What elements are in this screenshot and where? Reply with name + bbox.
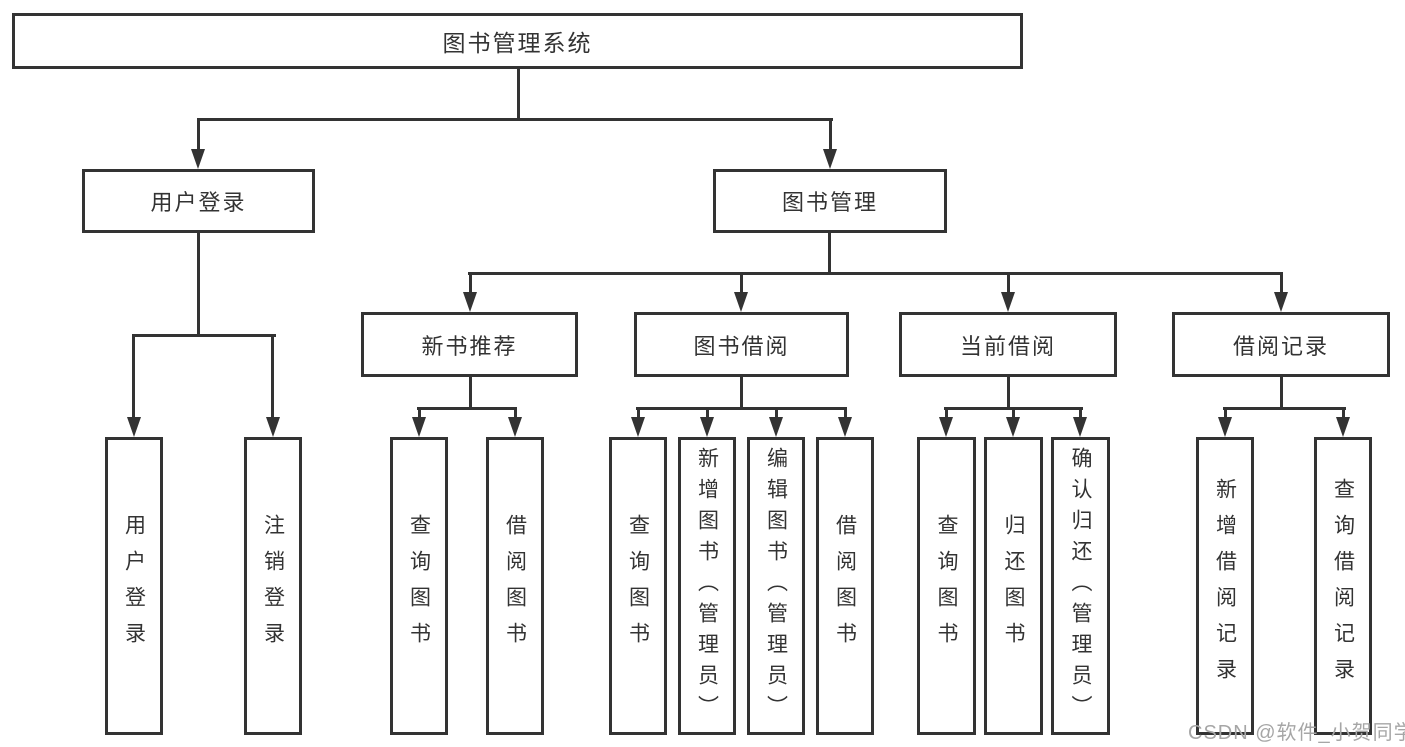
connector-currentborrow-stub-1 (945, 407, 948, 419)
leaf-confirm-return-admin: 确认归还（管理员） (1051, 437, 1110, 735)
connector-bookborrow-horizontal (636, 407, 847, 410)
leaf-label: 注销登录 (261, 514, 285, 658)
node-label: 图书管理 (781, 190, 878, 215)
connector-root-stub-left (197, 118, 200, 152)
connector-userlogin-horizontal (132, 334, 276, 337)
leaf-borrow-books-recommend: 借阅图书 (486, 437, 544, 735)
leaf-query-borrow-record: 查询借阅记录 (1314, 437, 1372, 735)
arrowhead-newbook-leaf-2 (508, 417, 522, 437)
connector-bookmgmt-stub-1 (469, 272, 472, 296)
connector-root-horizontal (197, 118, 833, 121)
connector-bookborrow-stub-2 (706, 407, 709, 419)
connector-userlogin-stub-left (132, 334, 135, 418)
leaf-label: 借阅图书 (503, 514, 527, 658)
arrowhead-currentborrow-leaf-3 (1073, 417, 1087, 437)
leaf-label: 新增图书（管理员） (695, 446, 719, 726)
leaf-query-books-recommend: 查询图书 (390, 437, 448, 735)
connector-userlogin-stub-right (271, 334, 274, 418)
connector-bookborrow-stub-3 (775, 407, 778, 419)
connector-bookborrow-vertical (740, 377, 743, 410)
leaf-label: 新增借阅记录 (1213, 478, 1237, 694)
node-user-login: 用户登录 (82, 169, 315, 233)
connector-currentborrow-stub-3 (1079, 407, 1082, 419)
leaf-borrow-books: 借阅图书 (816, 437, 874, 735)
leaf-label: 用户登录 (122, 514, 146, 658)
arrowhead-to-leaf-user-login (127, 417, 141, 437)
leaf-add-books-admin: 新增图书（管理员） (678, 437, 736, 735)
connector-records-vertical (1280, 377, 1283, 410)
connector-newbook-vertical (469, 377, 472, 410)
connector-newbook-horizontal (417, 407, 517, 410)
connector-bookmgmt-stub-2 (740, 272, 743, 296)
connector-root-stub-right (829, 118, 832, 152)
node-book-management: 图书管理 (713, 169, 947, 233)
connector-bookborrow-stub-4 (844, 407, 847, 419)
node-current-borrow: 当前借阅 (899, 312, 1117, 377)
node-borrow-records: 借阅记录 (1172, 312, 1390, 377)
connector-bookmgmt-horizontal (468, 272, 1283, 275)
connector-bookmgmt-stub-3 (1007, 272, 1010, 296)
arrowhead-bookborrow-leaf-1 (631, 417, 645, 437)
leaf-label: 借阅图书 (833, 514, 857, 658)
connector-root-vertical (517, 67, 520, 121)
leaf-label: 查询图书 (935, 514, 958, 658)
arrowhead-newbook-leaf-1 (412, 417, 426, 437)
arrowhead-to-leaf-logout (266, 417, 280, 437)
leaf-add-borrow-record: 新增借阅记录 (1196, 437, 1254, 735)
leaf-edit-books-admin: 编辑图书（管理员） (747, 437, 805, 735)
connector-records-stub-1 (1224, 407, 1227, 419)
arrowhead-bookborrow-leaf-2 (700, 417, 714, 437)
leaf-label: 查询借阅记录 (1331, 478, 1355, 694)
connector-newbook-stub-2 (514, 407, 517, 419)
leaf-label: 查询图书 (407, 514, 431, 658)
leaf-query-books-borrow: 查询图书 (609, 437, 667, 735)
connector-records-horizontal (1223, 407, 1346, 410)
leaf-query-books-current: 查询图书 (917, 437, 976, 735)
arrowhead-bookborrow-leaf-4 (838, 417, 852, 437)
leaf-label: 查询图书 (626, 514, 650, 658)
arrowhead-to-user-login (191, 149, 205, 169)
leaf-label: 归还图书 (1002, 514, 1025, 658)
arrowhead-to-current-borrow (1001, 292, 1015, 312)
leaf-user-login: 用户登录 (105, 437, 163, 735)
node-book-borrow: 图书借阅 (634, 312, 849, 377)
leaf-label: 编辑图书（管理员） (764, 446, 788, 726)
connector-bookmgmt-vertical (828, 233, 831, 275)
arrowhead-currentborrow-leaf-1 (939, 417, 953, 437)
node-label: 当前借阅 (959, 333, 1056, 359)
node-label: 图书借阅 (693, 333, 790, 359)
csdn-watermark: CSDN @软件_小贺同学 (1188, 722, 1405, 744)
leaf-logout-login: 注销登录 (244, 437, 302, 735)
connector-bookmgmt-stub-4 (1280, 272, 1283, 296)
arrowhead-records-leaf-2 (1336, 417, 1350, 437)
arrowhead-bookborrow-leaf-3 (769, 417, 783, 437)
arrowhead-to-book-borrow (734, 292, 748, 312)
node-label: 图书管理系统 (442, 30, 593, 56)
leaf-label: 确认归还（管理员） (1069, 446, 1092, 726)
arrowhead-records-leaf-1 (1218, 417, 1232, 437)
arrowhead-to-new-book-recommend (463, 292, 477, 312)
arrowhead-currentborrow-leaf-2 (1006, 417, 1020, 437)
node-label: 用户登录 (150, 190, 247, 215)
connector-currentborrow-stub-2 (1012, 407, 1015, 419)
connector-bookborrow-stub-1 (637, 407, 640, 419)
arrowhead-to-book-management (823, 149, 837, 169)
connector-userlogin-vertical (197, 233, 200, 337)
node-label: 新书推荐 (421, 333, 518, 359)
connector-currentborrow-vertical (1007, 377, 1010, 410)
node-new-book-recommend: 新书推荐 (361, 312, 578, 377)
node-label: 借阅记录 (1232, 333, 1329, 359)
node-library-management-system: 图书管理系统 (12, 13, 1023, 69)
leaf-return-books: 归还图书 (984, 437, 1043, 735)
connector-records-stub-2 (1342, 407, 1345, 419)
arrowhead-to-borrow-records (1274, 292, 1288, 312)
connector-newbook-stub-1 (418, 407, 421, 419)
